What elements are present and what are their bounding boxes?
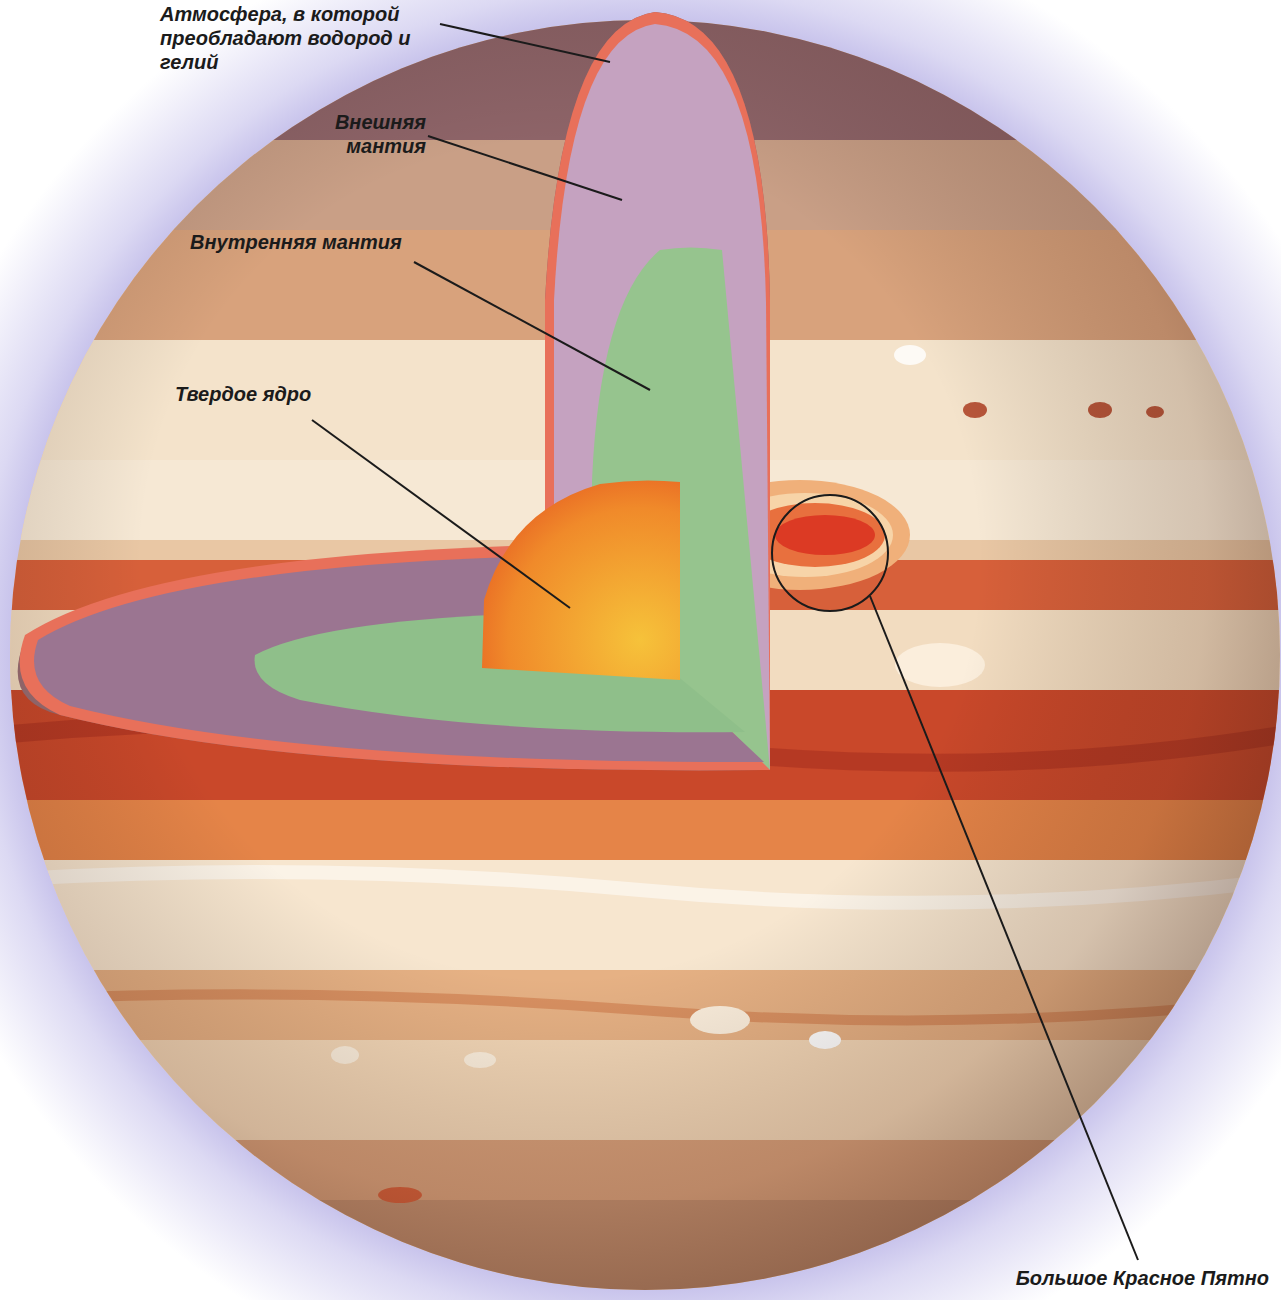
leader-lines <box>312 24 1138 1260</box>
leader-line <box>312 420 570 608</box>
core-label: Твердое ядро <box>175 382 375 406</box>
leader-line <box>870 596 1138 1260</box>
cutaway-void <box>18 12 770 770</box>
leader-line <box>414 262 650 390</box>
inner-mantle-label: Внутренняя мантия <box>190 230 440 254</box>
core-sphere <box>482 480 680 680</box>
atmosphere-label: Атмосфера, в которой преобладают водород… <box>160 2 415 74</box>
leader-line <box>428 136 622 200</box>
callout-circle <box>772 495 888 611</box>
red-spot-label: Большое Красное Пятно <box>969 1266 1269 1290</box>
leader-line <box>440 24 610 62</box>
outer-mantle-label: Внешняя мантия <box>318 110 426 158</box>
